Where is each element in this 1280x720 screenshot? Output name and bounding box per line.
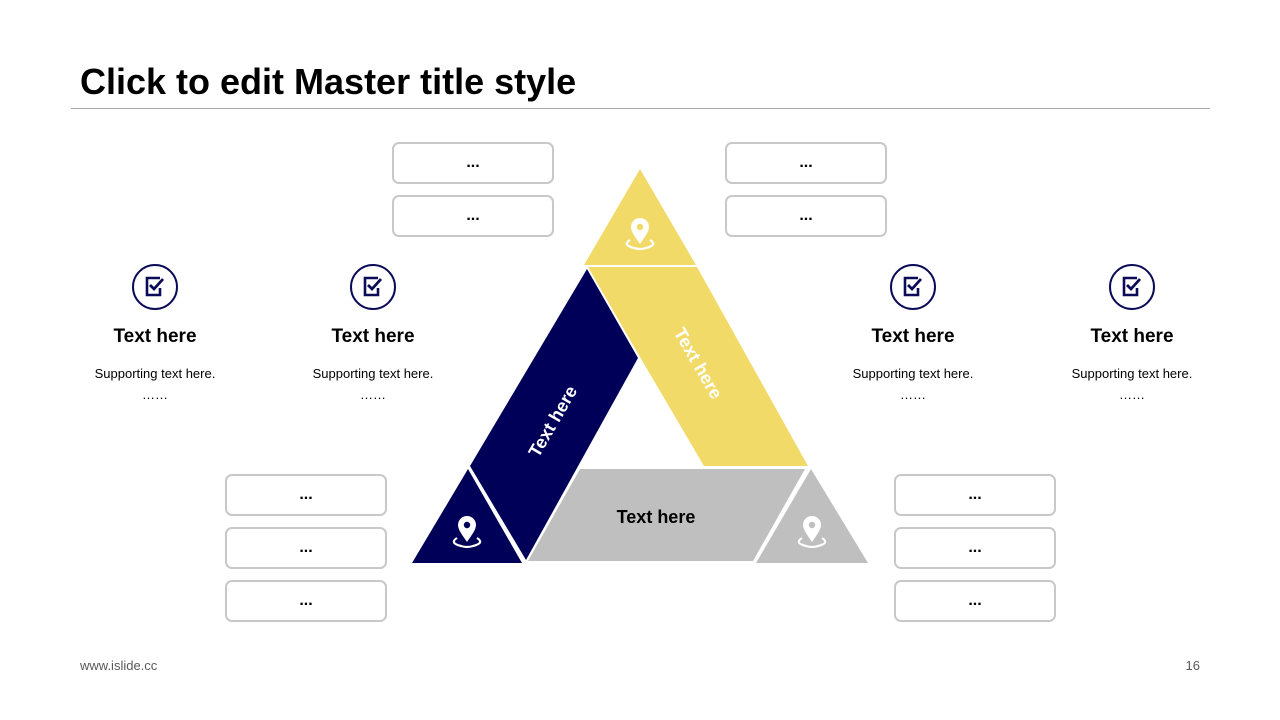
text-box[interactable]: ... [392,195,554,237]
feature-subtitle: Supporting text here. [94,366,216,381]
checkbox-icon [1109,264,1155,310]
feature-title: Text here [331,326,415,347]
text-box[interactable]: ... [725,142,887,184]
location-pin-icon [452,516,482,549]
text-box[interactable]: ... [894,474,1056,516]
feature-ellipsis: …… [900,387,926,402]
text-box[interactable]: ... [225,474,387,516]
feature-title: Text here [113,326,197,347]
footer-website: www.islide.cc [80,658,158,673]
feature-column: Text here Supporting text here. …… [65,264,245,403]
page-title: Click to edit Master title style [80,61,577,102]
feature-column: Text here Supporting text here. …… [823,264,1003,403]
feature-column: Text here Supporting text here. …… [1042,264,1222,403]
bottom-band-label: Text here [617,507,696,527]
location-pin-icon [797,516,827,549]
location-pin-icon [625,218,655,251]
bottom-band [528,469,805,561]
feature-ellipsis: …… [142,387,168,402]
feature-title: Text here [871,326,955,347]
feature-subtitle: Supporting text here. [852,366,974,381]
title-divider [71,108,1210,109]
right-band [588,267,808,466]
checkbox-icon [350,264,396,310]
text-box[interactable]: ... [725,195,887,237]
text-box[interactable]: ... [894,580,1056,622]
text-box[interactable]: ... [894,527,1056,569]
page-number: 16 [1185,658,1200,673]
feature-ellipsis: …… [360,387,386,402]
text-box[interactable]: ... [225,580,387,622]
top-corner [584,169,696,265]
checkbox-icon [890,264,936,310]
feature-subtitle: Supporting text here. [1071,366,1193,381]
feature-column: Text here Supporting text here. …… [283,264,463,403]
feature-title: Text here [1090,326,1174,347]
text-box[interactable]: ... [225,527,387,569]
checkbox-icon [132,264,178,310]
text-box[interactable]: ... [392,142,554,184]
feature-ellipsis: …… [1119,387,1145,402]
feature-subtitle: Supporting text here. [312,366,434,381]
left-band [470,269,638,560]
